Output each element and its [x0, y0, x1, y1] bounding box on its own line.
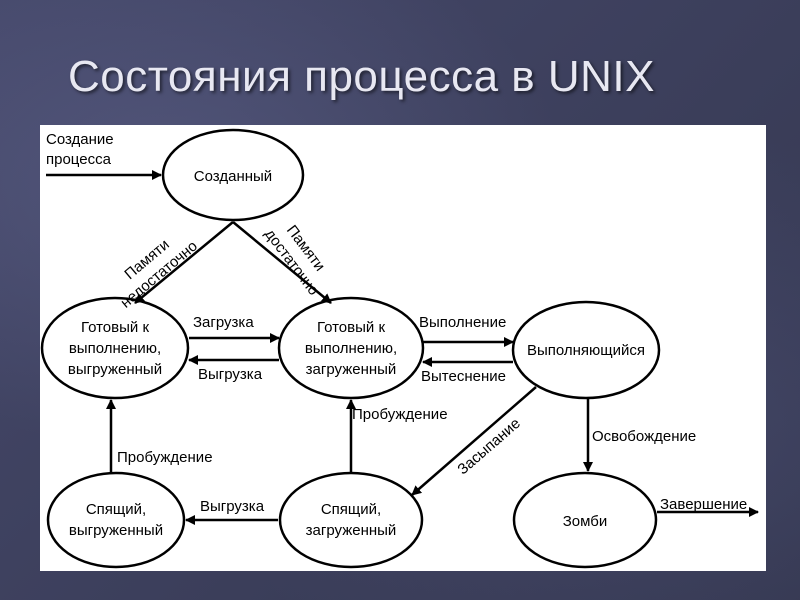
state-zombie-label: Зомби	[563, 513, 608, 530]
state-ready-swapped-line3: выгруженный	[68, 361, 162, 378]
state-ready-swapped: Готовый к выполнению, выгруженный	[40, 296, 190, 400]
label-exit: Завершение	[660, 496, 747, 513]
arrow-mem-insufficient	[134, 221, 234, 304]
label-unload-bottom: Выгрузка	[200, 498, 265, 515]
label-creation-line2: процесса	[46, 151, 112, 168]
state-created: Созданный	[161, 128, 305, 222]
state-sleep-loaded-line2: загруженный	[306, 522, 397, 539]
state-ready-loaded-line2: выполнению,	[305, 340, 397, 357]
label-execute: Выполнение	[419, 314, 506, 331]
state-running-label: Выполняющийся	[527, 342, 645, 359]
label-release: Освобождение	[592, 428, 696, 445]
label-creation-line1: Создание	[46, 131, 114, 148]
label-sleep: Засыпание	[454, 415, 523, 478]
label-unload-top: Выгрузка	[198, 366, 263, 383]
state-sleep-loaded: Спящий, загруженный	[278, 471, 424, 569]
process-state-diagram: Созданный Готовый к выполнению, выгружен…	[40, 125, 766, 571]
label-wakeup-loaded: Пробуждение	[352, 406, 448, 423]
state-zombie: Зомби	[512, 471, 658, 569]
label-wakeup-swapped: Пробуждение	[117, 449, 213, 466]
label-preempt: Вытеснение	[421, 368, 506, 385]
state-created-label: Созданный	[194, 168, 272, 185]
state-ready-loaded-line1: Готовый к	[317, 319, 385, 336]
diagram-canvas: Созданный Готовый к выполнению, выгружен…	[40, 128, 759, 569]
state-sleep-swapped-line2: выгруженный	[69, 522, 163, 539]
state-ready-loaded: Готовый к выполнению, загруженный	[277, 296, 425, 400]
state-ready-swapped-line2: выполнению,	[69, 340, 161, 357]
label-load: Загрузка	[193, 314, 254, 331]
arrow-mem-sufficient	[232, 221, 332, 304]
state-sleep-loaded-line1: Спящий,	[321, 501, 381, 518]
state-sleep-swapped: Спящий, выгруженный	[46, 471, 186, 569]
state-running: Выполняющийся	[511, 300, 661, 400]
slide-title: Состояния процесса в UNIX	[68, 52, 655, 101]
state-sleep-swapped-line1: Спящий,	[86, 501, 146, 518]
arrow-sleep	[411, 386, 537, 496]
state-ready-loaded-line3: загруженный	[306, 361, 397, 378]
state-ready-swapped-line1: Готовый к	[81, 319, 149, 336]
